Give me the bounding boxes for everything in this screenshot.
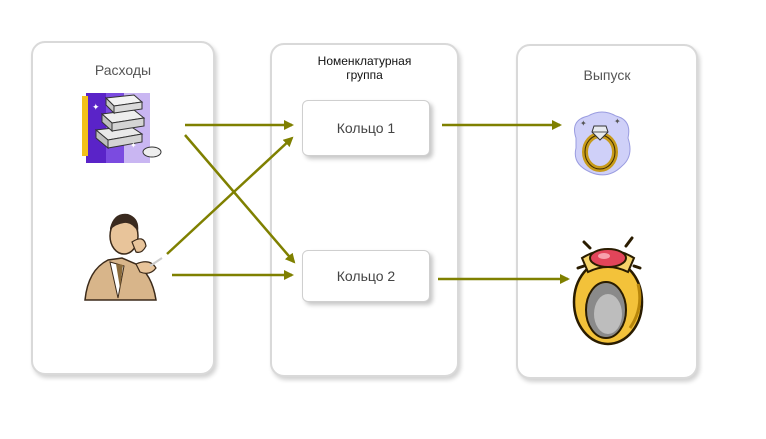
output-title: Выпуск (583, 67, 631, 83)
ring1-label: Кольцо 1 (336, 120, 396, 136)
ring2-label: Кольцо 2 (336, 268, 396, 284)
nomenclature-panel: Номенклатурная группа (270, 43, 459, 377)
svg-text:✦: ✦ (130, 141, 137, 150)
ring2-node[interactable]: Кольцо 2 (302, 250, 430, 302)
gemstone-ring-icon (572, 236, 644, 346)
svg-text:✦: ✦ (614, 117, 621, 126)
expenses-title: Расходы (94, 62, 152, 78)
arrow-materials-to-ring2 (184, 134, 296, 264)
svg-text:✦: ✦ (92, 103, 100, 113)
arrow-labor-to-ring1 (166, 136, 294, 255)
svg-text:✦: ✦ (580, 119, 587, 128)
nomenclature-title-line1: Номенклатурная (317, 54, 412, 68)
ring1-node[interactable]: Кольцо 1 (302, 100, 430, 156)
gold-bars-icon: ✦ ✦ (82, 90, 162, 163)
businessman-icon (84, 213, 163, 301)
nomenclature-title-line2: группа (346, 68, 383, 82)
diamond-ring-icon: ✦ ✦ (574, 111, 631, 176)
nomenclature-title: Номенклатурная группа (272, 54, 457, 82)
